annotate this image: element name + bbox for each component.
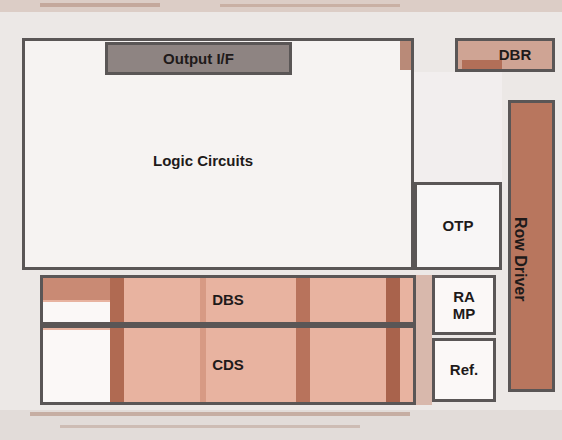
block-label: OTP (443, 217, 474, 234)
reference-block: Ref. (432, 338, 496, 402)
block-label: CDS (212, 356, 244, 373)
driver-block: Row Driver (508, 100, 555, 392)
otp-block: OTP (414, 182, 502, 270)
cds-block: CDS (40, 325, 416, 405)
block-label: DBS (212, 291, 244, 308)
block-label: Logic Circuits (153, 152, 253, 169)
ramp-block: RA MP (432, 275, 496, 335)
bias-block: DBR (455, 38, 555, 72)
interface-block: Output I/F (105, 42, 292, 75)
block-label: DBR (499, 46, 532, 63)
block-label: Row Driver (511, 217, 529, 301)
block-label: RA MP (449, 288, 479, 323)
logic-block: Logic Circuits Output I/F (22, 38, 414, 270)
block-label: Output I/F (163, 50, 234, 67)
dbs-block: DBS (40, 275, 416, 325)
block-label: Ref. (450, 361, 478, 378)
